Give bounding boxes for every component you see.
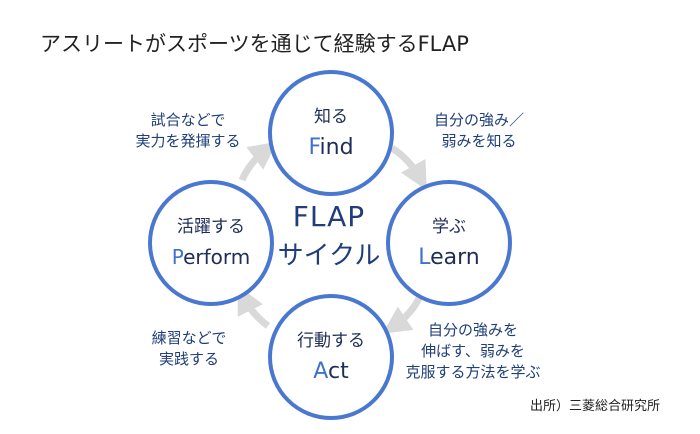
stage-find: 知る Find (268, 70, 394, 196)
note-act-to-perform: 練習などで 実践する (134, 328, 244, 370)
arrow-learn-to-act (382, 294, 424, 334)
note-line: 自分の強み／ (433, 111, 524, 129)
arrow-find-to-learn (390, 145, 427, 191)
stage-find-rest: ind (319, 135, 354, 160)
stage-act-initial: A (313, 359, 328, 384)
stage-learn-initial: L (418, 245, 431, 270)
stage-act-en: Act (272, 359, 390, 384)
note-learn-to-act: 自分の強みを 伸ばす、弱みを 克服する方法を学ぶ (398, 320, 548, 383)
note-line: 試合などで (150, 111, 226, 129)
note-find-to-learn: 自分の強み／ 弱みを知る (414, 110, 544, 152)
stage-find-jp: 知る (314, 107, 348, 127)
note-perform-to-find: 試合などで 実力を発揮する (118, 110, 258, 152)
stage-find-en: Find (272, 135, 390, 160)
stage-perform-en: Perform (152, 245, 270, 269)
stage-learn-en: Learn (390, 245, 508, 270)
stage-perform-jp: 活躍する (177, 217, 245, 237)
stage-learn: 学ぶ Learn (386, 180, 512, 306)
note-line: 練習などで (151, 329, 227, 347)
note-line: 実力を発揮する (135, 132, 241, 150)
center-label: FLAP サイクル (270, 200, 388, 272)
stage-perform-initial: P (171, 245, 184, 269)
stage-find-initial: F (308, 135, 320, 160)
stage-learn-rest: earn (430, 245, 480, 270)
stage-perform-rest: erform (183, 245, 251, 269)
center-label-line2: サイクル (277, 241, 381, 271)
stage-perform: 活躍する Perform (148, 180, 274, 306)
note-line: 自分の強みを (427, 321, 518, 339)
arrow-perform-to-find (238, 141, 278, 182)
stage-act-jp: 行動する (297, 331, 365, 351)
stage-learn-jp: 学ぶ (432, 217, 466, 237)
page-title: アスリートがスポーツを通じて経験するFLAP (40, 32, 469, 56)
source-note: 出所）三菱総合研究所 (529, 399, 660, 414)
stage-act-rest: ct (327, 359, 349, 384)
note-line: 弱みを知る (441, 132, 517, 150)
note-line: 実践する (158, 350, 219, 368)
stage-act: 行動する Act (268, 294, 394, 420)
center-label-line1: FLAP (292, 200, 366, 233)
arrow-act-to-perform (237, 285, 271, 329)
note-line: 伸ばす、弱みを (421, 342, 525, 360)
note-line: 克服する方法を学ぶ (405, 363, 541, 381)
